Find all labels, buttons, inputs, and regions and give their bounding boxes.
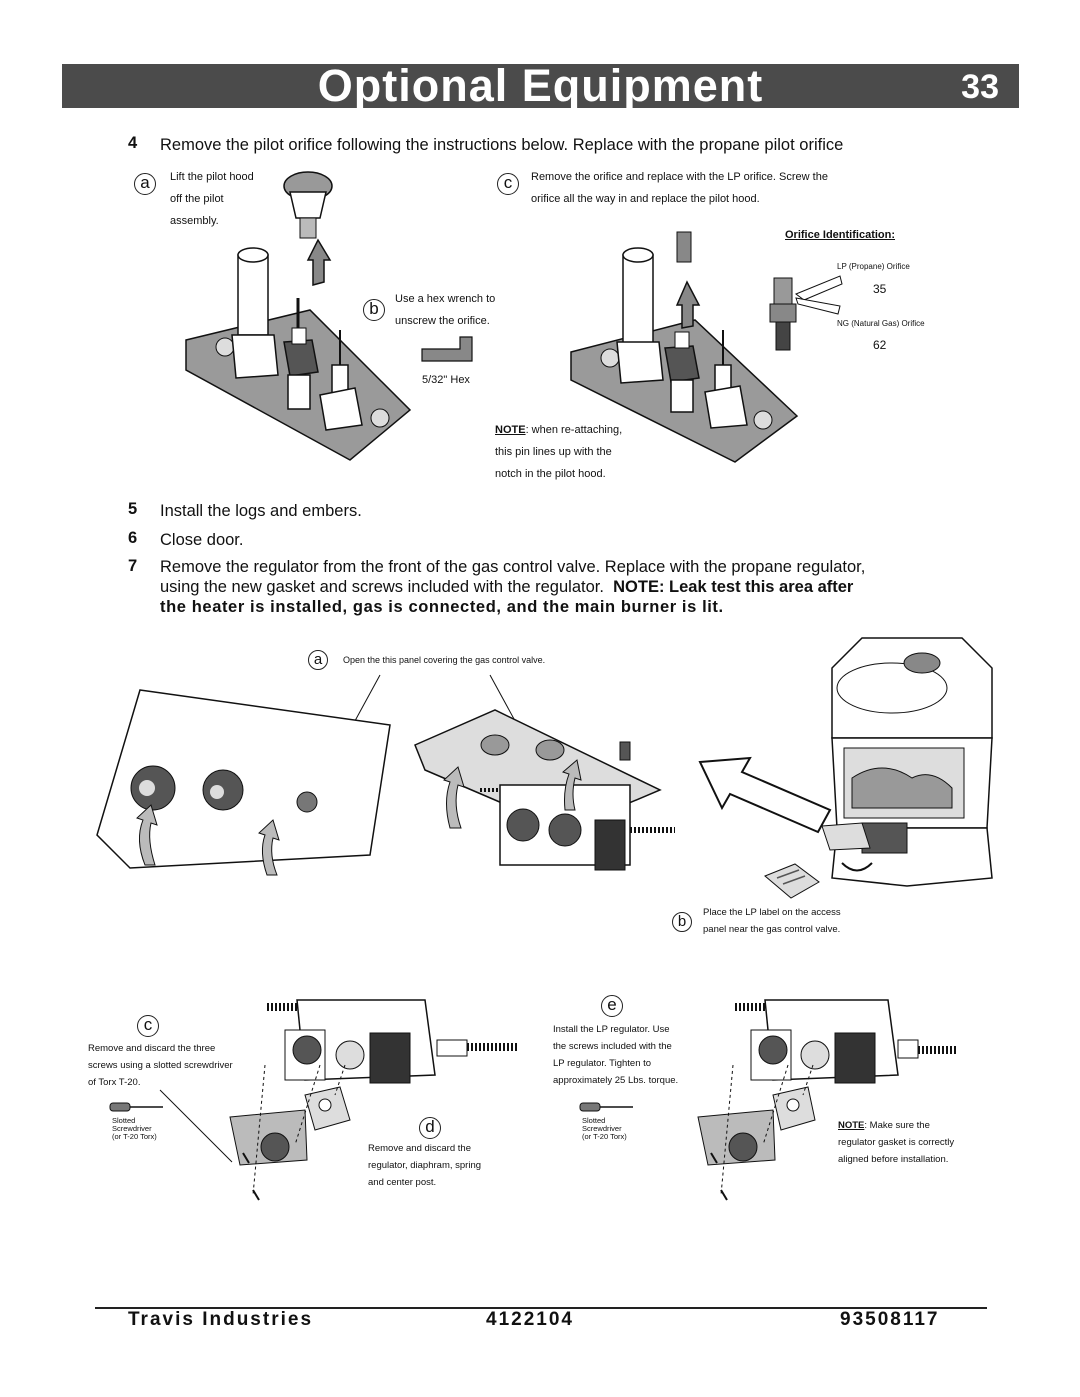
lp-label-icon	[764, 863, 820, 899]
hex-label: 5/32" Hex	[422, 374, 470, 386]
pilot-assembly-diagram-left	[185, 171, 412, 461]
page-number: 33	[961, 68, 999, 106]
stove-diagram	[821, 637, 993, 887]
regulator-install-diagram	[697, 999, 958, 1201]
footer-doc-number: 4122104	[486, 1309, 574, 1330]
callout-a-panel: a	[308, 650, 328, 670]
callout-c-pilot: c	[497, 173, 519, 195]
footer-rule	[95, 1307, 987, 1309]
ng-orifice-label: NG (Natural Gas) Orifice	[837, 319, 925, 328]
pilot-assembly-diagram-right	[570, 231, 799, 463]
lp-orifice-label: LP (Propane) Orifice	[837, 262, 910, 271]
step-6-text: Close door.	[160, 531, 244, 549]
screwdriver-icon	[109, 1102, 163, 1112]
footer-part-number: 93508117	[840, 1309, 940, 1330]
callout-d-regulator: d	[419, 1117, 441, 1139]
callout-a-panel-text: Open the this panel covering the gas con…	[343, 655, 546, 665]
callout-c-leader	[159, 1089, 233, 1163]
callout-c-text: Remove the orifice and replace with the …	[531, 171, 828, 205]
page-header: Optional Equipment 33	[62, 60, 1019, 111]
screwdriver-icon-2	[579, 1102, 633, 1112]
access-panel-diagram	[96, 674, 675, 876]
callout-a-pilot: a	[134, 173, 156, 195]
regulator-removal-diagram	[229, 999, 517, 1201]
orifice-heading: Orifice Identification:	[785, 229, 896, 241]
hex-wrench-icon	[421, 336, 473, 362]
callout-b-panel: b	[672, 912, 692, 932]
big-arrow	[698, 756, 832, 834]
step-4-text: Remove the pilot orifice following the i…	[160, 136, 844, 154]
lp-orifice-number: 35	[873, 282, 887, 296]
orifice-icon	[769, 275, 843, 351]
page-title: Optional Equipment	[317, 60, 764, 111]
step-5-number: 5	[128, 500, 138, 518]
step-4-number: 4	[128, 134, 138, 152]
step-7-text: Remove the regulator from the front of t…	[160, 558, 866, 616]
callout-b-pilot: b	[363, 299, 385, 321]
step-5-text: Install the logs and embers.	[160, 502, 362, 520]
step-7-number: 7	[128, 557, 138, 575]
callout-c-regulator: c	[137, 1015, 159, 1037]
callout-e-regulator: e	[601, 995, 623, 1017]
regulator-note: NOTE: Make sure the regulator gasket is …	[838, 1120, 955, 1165]
ng-orifice-number: 62	[873, 338, 887, 352]
footer-company: Travis Industries	[128, 1309, 314, 1330]
step-6-number: 6	[128, 529, 138, 547]
pilot-note: NOTE: when re-attaching, this pin lines …	[495, 424, 623, 480]
